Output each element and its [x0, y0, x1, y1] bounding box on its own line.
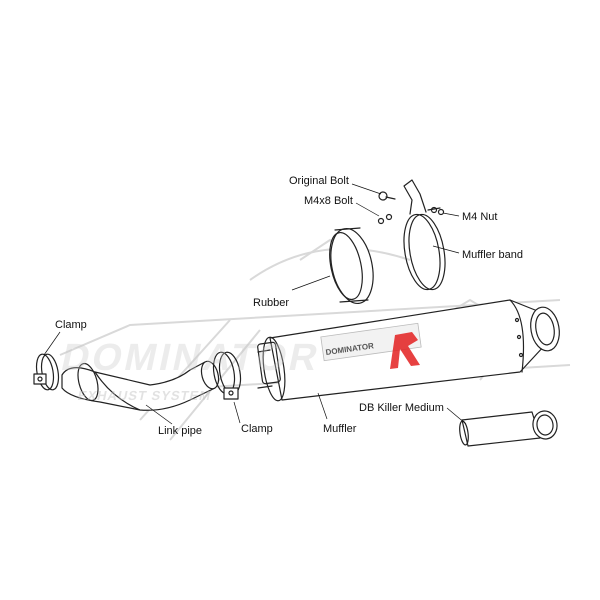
leader-clamp-mid: [233, 401, 241, 424]
label-original-bolt: Original Bolt: [289, 175, 349, 187]
leader-rubber: [291, 275, 331, 291]
label-link-pipe: Link pipe: [158, 425, 203, 437]
label-db-killer: DB Killer Medium: [359, 402, 444, 414]
original-bolt: [378, 191, 396, 201]
brand-tagline-text: EXHAUST SYSTEM: [76, 388, 213, 403]
label-clamp-mid: Clamp: [241, 423, 273, 435]
clamp-left: [33, 353, 60, 391]
label-m4-nut: M4 Nut: [462, 211, 498, 223]
leader-muffler: [317, 392, 328, 420]
muffler-logo-r-mark: [390, 332, 420, 369]
m4-nut: [430, 206, 445, 216]
leader-m4x8-bolt: [355, 202, 380, 217]
clamp-mid: [212, 351, 242, 400]
label-clamp-left: Clamp: [55, 319, 87, 331]
leader-link-pipe: [145, 404, 173, 425]
label-muffler: Muffler: [323, 423, 357, 435]
leader-original-bolt: [351, 183, 382, 195]
leader-muffler-band: [432, 245, 460, 254]
leader-clamp-left: [43, 331, 61, 356]
leader-db-killer: [446, 407, 467, 425]
label-rubber: Rubber: [253, 297, 290, 309]
db-killer: [459, 410, 558, 447]
brand-logo-text: DOMINATOR: [57, 337, 325, 379]
m4x8-bolt: [377, 213, 393, 225]
link-pipe: [61, 360, 220, 411]
label-muffler-band: Muffler band: [462, 249, 523, 261]
rubber-ring: [329, 227, 374, 305]
leader-m4-nut: [442, 212, 460, 217]
muffler-band: [403, 179, 446, 291]
label-m4x8-bolt: M4x8 Bolt: [304, 195, 353, 207]
